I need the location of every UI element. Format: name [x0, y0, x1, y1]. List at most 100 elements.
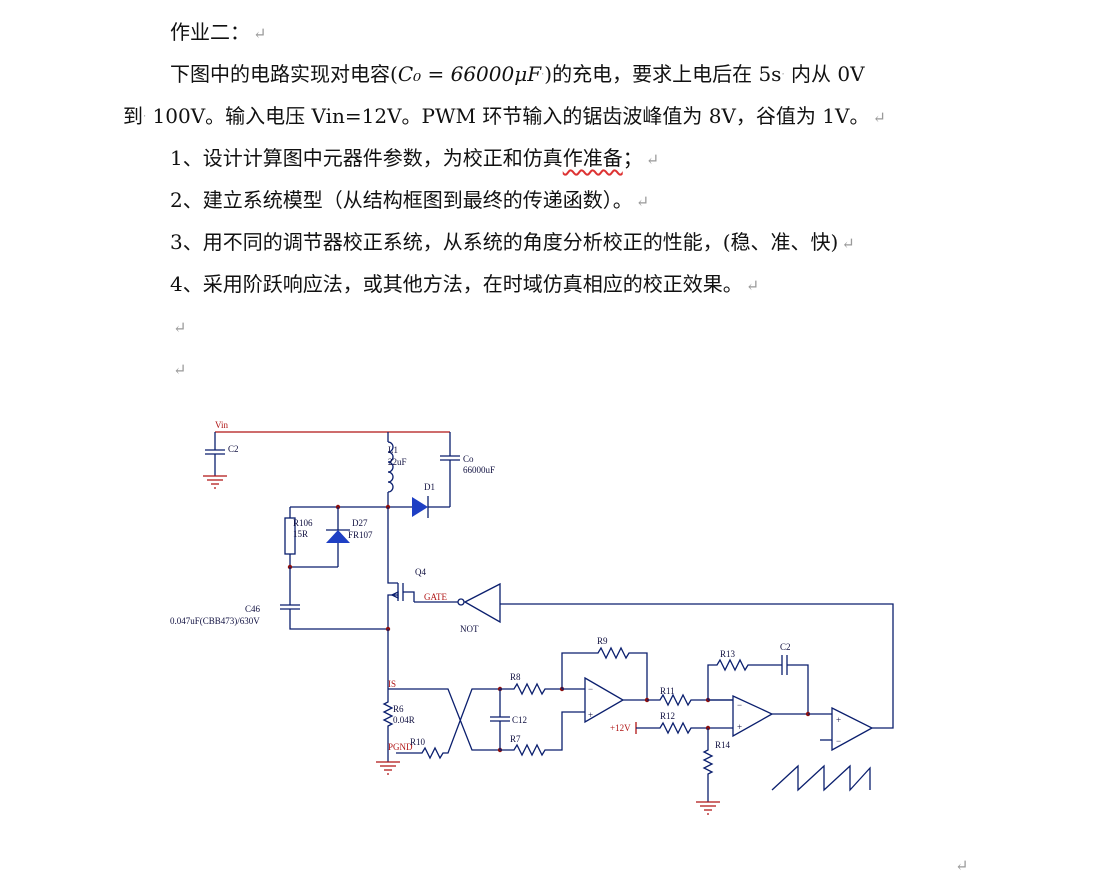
- resistor-r7: R7: [500, 711, 585, 757]
- r9-label: R9: [597, 636, 608, 646]
- item1-text-c: ；: [622, 146, 643, 170]
- list-item-3: 3、用不同的调节器校正系统，从系统的角度分析校正的性能，(稳、准、快)↵: [170, 230, 855, 256]
- space-mark: ·: [541, 69, 545, 81]
- r6-value: 0.04R: [393, 715, 415, 725]
- vin-rail: Vin: [214, 420, 450, 450]
- paragraph-1-line-2: 到· 100V。输入电压 Vin=12V。PWM 环节输入的锯齿波峰值为 8V，…: [123, 104, 886, 130]
- paragraph-mark: ↵: [841, 234, 855, 253]
- paragraph-mark: ↵: [645, 150, 660, 169]
- paragraph-mark: ↵: [173, 360, 187, 379]
- heading-text: 作业二：: [170, 20, 250, 44]
- resistor-r106: R106 15R: [284, 507, 313, 567]
- paragraph-mark: ↵: [173, 318, 187, 337]
- resistor-r13: R13: [707, 649, 782, 700]
- c2-fb-label: C2: [780, 642, 791, 652]
- pgnd-label: PGND: [388, 742, 413, 752]
- para1-text-a: 下图中的电路实现对电容(: [170, 62, 398, 86]
- r7-label: R7: [510, 734, 521, 744]
- d27-value: FR107: [348, 530, 373, 540]
- diode-d1: D1: [290, 482, 450, 518]
- r6-label: R6: [393, 704, 404, 714]
- resistor-r11: R11: [647, 686, 733, 707]
- diode-d27: D27 FR107: [290, 507, 373, 568]
- capacitor-co: Co 66000uF: [440, 432, 495, 507]
- d27-label: D27: [352, 518, 368, 528]
- r14-label: R14: [715, 740, 731, 750]
- opamp2-plus: +: [737, 722, 742, 732]
- resistor-r8: R8: [500, 672, 562, 696]
- list-item-1: 1、设计计算图中元器件参数，为校正和仿真作准备；↵: [170, 146, 659, 172]
- para1-text-b: )的充电，要求上电后在 5s: [544, 62, 782, 86]
- empty-paragraph-2: ↵: [170, 356, 186, 382]
- paragraph-mark: ↵: [745, 276, 760, 295]
- item2-text: 2、建立系统模型（从结构框图到最终的传递函数）。: [170, 188, 633, 212]
- paragraph-mark: ↵: [872, 108, 886, 127]
- comparator-minus: −: [836, 736, 841, 746]
- opamp-2: − +: [708, 694, 774, 738]
- c2-label: C2: [228, 444, 239, 454]
- l1-value: 22uF: [388, 457, 407, 467]
- spellcheck-flagged-text[interactable]: 作准备: [562, 146, 623, 170]
- para1-line2-b: 100V。输入电压 Vin=12V。PWM 环节输入的锯齿波峰值为 8V，谷值为…: [146, 104, 870, 128]
- vin-label: Vin: [215, 420, 228, 430]
- q4-label: Q4: [415, 567, 426, 577]
- inductor-l1: L1 22uF: [387, 432, 407, 507]
- paragraph-mark: ↵: [635, 192, 650, 211]
- co-label: Co: [463, 454, 474, 464]
- item1-text-a: 1、设计计算图中元器件参数，为校正和仿真: [170, 146, 563, 170]
- para1-line2-a: 到: [123, 104, 143, 128]
- resistor-r9: R9: [561, 636, 648, 701]
- capacitance-formula: C₀ = 66000μF: [397, 62, 542, 86]
- comparator-plus: +: [836, 715, 841, 725]
- r10-label: R10: [410, 737, 426, 747]
- c46-value: 0.047uF(CBB473)/630V: [170, 616, 260, 626]
- circuit-schematic: Vin C2 L1 22uF Co 66000uF D1 R: [170, 420, 894, 815]
- sawtooth-wave-icon: [771, 764, 871, 792]
- item3-text: 3、用不同的调节器校正系统，从系统的角度分析校正的性能，(稳、准、快): [170, 230, 839, 254]
- trailing-paragraph-mark: ↵: [952, 852, 968, 878]
- v12-label: +12V: [610, 723, 631, 733]
- ground-icon: [203, 475, 227, 489]
- r13-label: R13: [720, 649, 736, 659]
- r106-label: R106: [293, 518, 313, 528]
- opamp-1: − +: [562, 676, 625, 724]
- r12-label: R12: [660, 711, 675, 721]
- comparator: + −: [808, 706, 874, 752]
- opamp1-plus: +: [588, 710, 593, 720]
- ground-icon: [376, 750, 400, 775]
- ground-icon: [696, 801, 720, 815]
- co-value: 66000uF: [463, 465, 495, 475]
- gate-label: GATE: [424, 592, 447, 602]
- heading: 作业二：↵: [170, 20, 266, 46]
- r106-value: 15R: [293, 529, 308, 539]
- mosfet-q4: Q4: [387, 507, 426, 629]
- r11-label: R11: [660, 686, 675, 696]
- l1-label: L1: [388, 445, 398, 455]
- paragraph-1-line-1: 下图中的电路实现对电容(C₀ = 66000μF·)的充电，要求上电后在 5s·…: [170, 62, 865, 88]
- gate-driver-not: GATE NOT: [414, 582, 894, 729]
- paragraph-mark: ↵: [955, 856, 969, 875]
- capacitor-c12: C12: [490, 689, 527, 750]
- capacitor-c2-feedback: C2: [772, 642, 809, 715]
- sense-crossover: R10: [388, 688, 500, 760]
- item4-text: 4、采用阶跃响应法，或其他方法，在时域仿真相应的校正效果。: [170, 272, 743, 296]
- not-label: NOT: [460, 624, 479, 634]
- opamp1-minus: −: [588, 684, 593, 694]
- c12-label: C12: [512, 715, 527, 725]
- r8-label: R8: [510, 672, 521, 682]
- is-label: IS: [388, 679, 396, 689]
- c46-label: C46: [245, 604, 261, 614]
- list-item-2: 2、建立系统模型（从结构框图到最终的传递函数）。↵: [170, 188, 649, 214]
- d1-label: D1: [424, 482, 435, 492]
- resistor-r14: R14: [702, 728, 731, 802]
- capacitor-c2-input: C2: [205, 444, 239, 476]
- capacitor-c46: C46 0.047uF(CBB473)/630V: [170, 567, 388, 630]
- para1-text-c: 内从 0V: [784, 62, 865, 86]
- paragraph-mark: ↵: [253, 24, 267, 43]
- empty-paragraph-1: ↵: [170, 314, 186, 340]
- space-mark: ·: [781, 69, 785, 81]
- resistor-r6: IS R6 0.04R PGND: [382, 629, 415, 752]
- list-item-4: 4、采用阶跃响应法，或其他方法，在时域仿真相应的校正效果。↵: [170, 272, 759, 298]
- reference-12v: +12V R12: [610, 711, 733, 735]
- space-mark: ·: [143, 111, 147, 123]
